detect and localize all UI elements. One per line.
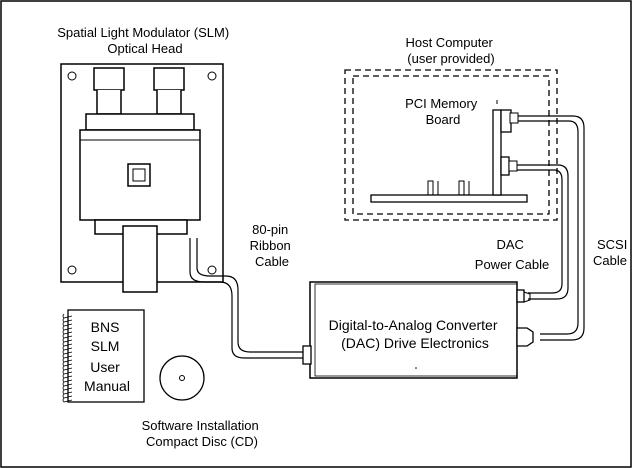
dac-label-line1: Digital-to-Analog Converter xyxy=(329,317,498,333)
ribbon-label-line2: Ribbon xyxy=(250,238,291,253)
host-label: Host Computer (user provided) xyxy=(405,35,496,66)
dac-power-label-line1: DAC xyxy=(496,237,523,252)
compact-disc xyxy=(159,355,205,401)
slm-optical-head xyxy=(60,63,224,293)
scsi-cable xyxy=(518,115,585,341)
ribbon-cable xyxy=(189,238,304,359)
user-manual xyxy=(62,309,145,403)
cd-label-line2: Compact Disc (CD) xyxy=(146,434,258,449)
dac-label-line2: (DAC) Drive Electronics xyxy=(341,335,489,351)
host-label-line1: Host Computer xyxy=(405,35,493,50)
dac-drive-electronics xyxy=(302,281,534,379)
scsi-label-line1: SCSI xyxy=(597,237,627,252)
host-label-line2: (user provided) xyxy=(407,51,494,66)
cd-label-line1: Software Installation xyxy=(142,418,259,433)
scsi-label: SCSI Cable xyxy=(593,237,631,268)
dac-power-label-line2: Power Cable xyxy=(475,257,549,272)
scsi-label-line2: Cable xyxy=(593,253,627,268)
dac-label: Digital-to-Analog Converter (DAC) Drive … xyxy=(329,317,502,351)
ribbon-label: 80-pin Ribbon Cable xyxy=(250,222,295,269)
host-computer xyxy=(344,69,558,221)
dac-power-cable xyxy=(517,164,569,300)
manual-label-line3: User xyxy=(90,359,120,375)
dac-power-label: DAC Power Cable xyxy=(475,237,549,272)
slm-head-label: Spatial Light Modulator (SLM) Optical He… xyxy=(57,25,233,56)
manual-label-line1: BNS xyxy=(91,319,120,335)
cd-label: Software Installation Compact Disc (CD) xyxy=(142,418,263,449)
slm-head-label-line2: Optical Head xyxy=(107,41,182,56)
slm-head-label-line1: Spatial Light Modulator (SLM) xyxy=(57,25,229,40)
manual-label-line4: Manual xyxy=(84,378,130,394)
ribbon-label-line1: 80-pin xyxy=(252,222,288,237)
pci-label: PCI Memory Board xyxy=(405,96,481,127)
manual-label: BNS SLM User Manual xyxy=(84,319,130,394)
pci-label-line1: PCI Memory xyxy=(405,96,478,111)
ribbon-label-line3: Cable xyxy=(255,254,289,269)
manual-label-line2: SLM xyxy=(91,338,120,354)
pci-label-line2: Board xyxy=(426,112,461,127)
